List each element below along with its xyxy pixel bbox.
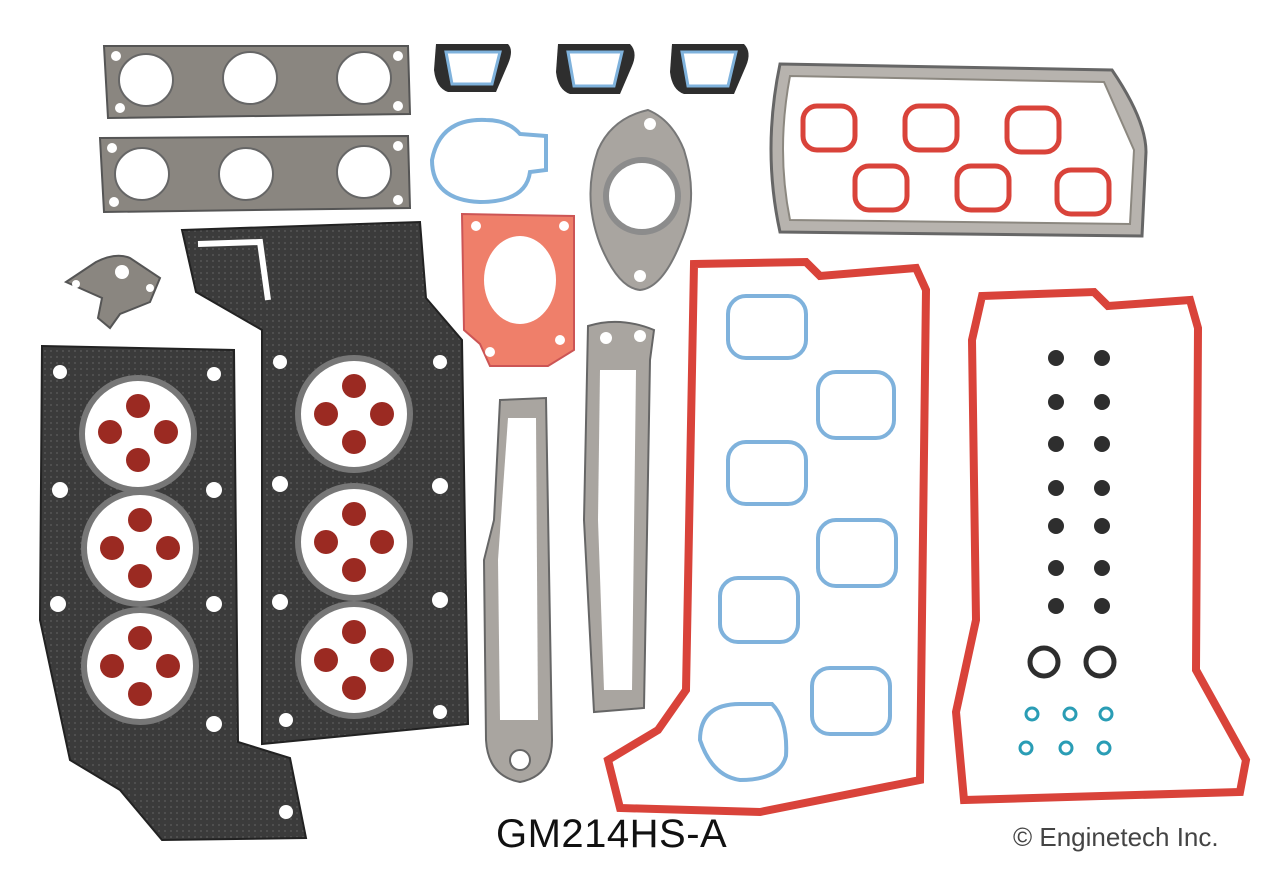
water-outlet-gasket-1 — [434, 44, 511, 92]
cylinder-head-gasket-right — [180, 220, 470, 746]
throttle-body-o-ring — [429, 117, 548, 205]
copyright-notice: © Enginetech Inc. — [1013, 822, 1219, 852]
valve-cover-gasket-right — [951, 287, 1251, 805]
exhaust-manifold-gasket-upper — [102, 45, 412, 120]
spark-plug-tube-seals — [1027, 645, 1117, 679]
water-crossover-gasket-left — [482, 396, 554, 784]
water-outlet-gasket-3 — [670, 44, 749, 94]
cylinder-head-gasket-left — [38, 344, 308, 842]
exhaust-manifold-gasket-lower — [98, 134, 412, 214]
valve-cover-gasket-left — [603, 257, 931, 817]
water-crossover-gasket-right — [582, 320, 656, 714]
intake-plenum-gasket — [769, 62, 1148, 238]
water-outlet-gasket-2 — [556, 44, 635, 94]
valve-stem-seals — [1048, 350, 1110, 614]
fuel-injector-o-rings — [1018, 706, 1114, 756]
part-number-label: GM214HS-A — [496, 812, 728, 856]
throttle-body-gasket — [460, 212, 575, 367]
egr-flange-gasket — [589, 108, 693, 292]
egr-valve-gasket — [63, 254, 162, 330]
